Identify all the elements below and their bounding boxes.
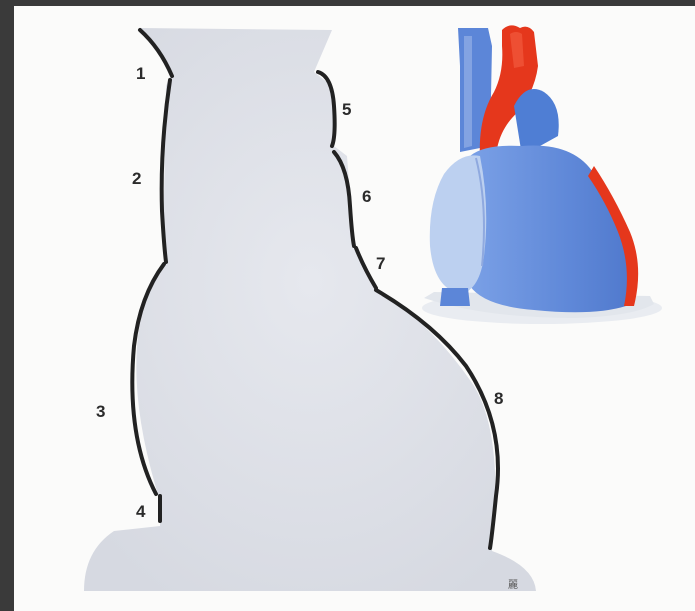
label-1: 1 <box>136 64 145 83</box>
right-atrium <box>430 155 486 294</box>
label-7: 7 <box>376 254 385 273</box>
heart-body <box>470 146 636 313</box>
figure-canvas: 1 2 3 4 5 6 7 8 麗 <box>14 6 695 611</box>
corner-mark: 麗 <box>508 579 518 591</box>
label-6: 6 <box>362 187 371 206</box>
label-5: 5 <box>342 100 351 119</box>
label-3: 3 <box>96 402 105 421</box>
label-4: 4 <box>136 502 146 521</box>
cardiac-silhouette-diagram: 1 2 3 4 5 6 7 8 麗 <box>14 6 695 611</box>
heart-illustration <box>422 25 662 324</box>
label-2: 2 <box>132 169 141 188</box>
inferior-vena-cava <box>440 288 470 306</box>
label-8: 8 <box>494 389 503 408</box>
